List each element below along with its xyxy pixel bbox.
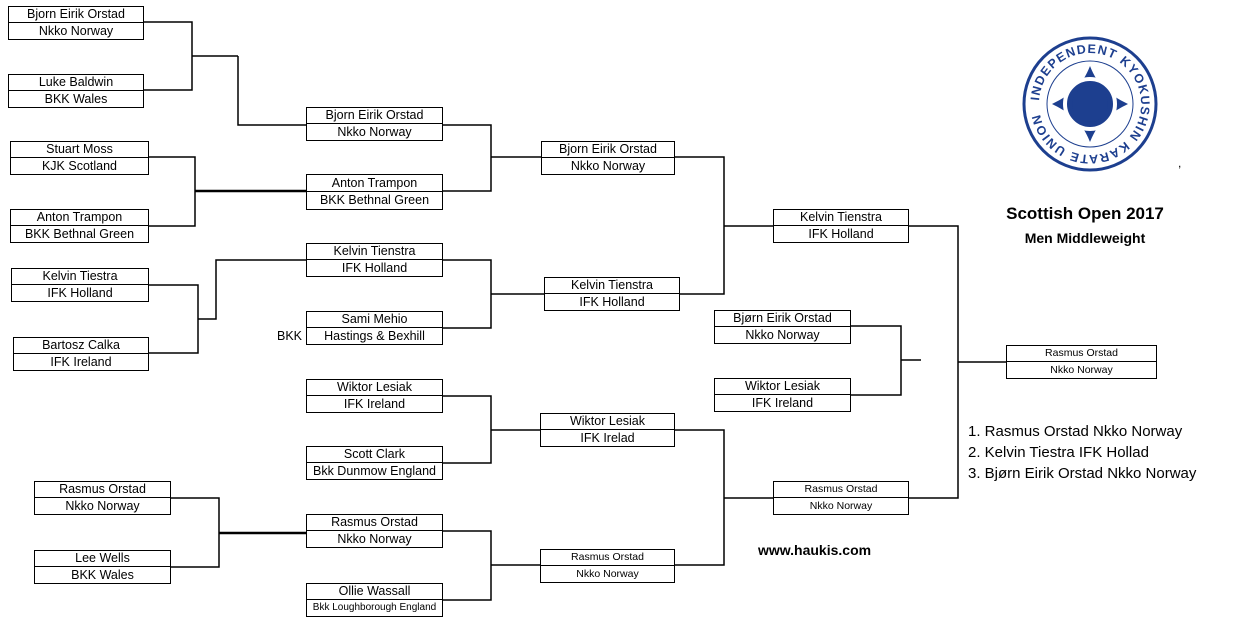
competitor-name: Bjorn Eirik Orstad [9,7,143,23]
competitor-club: Nkko Norway [745,327,820,342]
competitor-club: BKK Wales [71,567,134,582]
bracket-slot-bronze: Wiktor Lesiak IFK Ireland [714,378,851,412]
competitor-club: IFK Ireland [343,396,406,411]
competitor-club: IFK Irelad [580,430,635,445]
bracket-slot-qf: Bjorn Eirik Orstad Nkko Norway [541,141,675,175]
bracket-slot-r1: Bjorn Eirik Orstad Nkko Norway [8,6,144,40]
competitor-name: Ollie Wassall [307,584,442,600]
competitor-name: Kelvin Tienstra [307,244,442,260]
competitor-name: Anton Trampon [11,210,148,226]
division-title: Men Middleweight [1024,230,1146,246]
result-first: 1. Rasmus Orstad Nkko Norway [968,423,1183,440]
bracket-slot-r2: Rasmus Orstad Nkko Norway [306,514,443,548]
competitor-club: KJK Scotland [41,158,118,173]
competitor-name: Rasmus Orstad [541,550,674,566]
bracket-slot-r1: Bartosz Calka IFK Ireland [13,337,149,371]
competitor-name: Sami Mehio [307,312,442,328]
competitor-club: BKK Bethnal Green [24,226,135,241]
competitor-club: Nkko Norway [809,499,873,512]
competitor-club: Nkko Norway [576,567,639,580]
competitor-name: Rasmus Orstad [307,515,442,531]
competitor-name: Wiktor Lesiak [307,380,442,396]
competitor-name: Bjørn Eirik Orstad [715,311,850,327]
competitor-club: Nkko Norway [65,498,140,513]
competitor-club: Nkko Norway [570,158,646,173]
results-list: 1. Rasmus Orstad Nkko Norway 2. Kelvin T… [968,421,1196,484]
bracket-slot-r2: Scott Clark Bkk Dunmow England [306,446,443,480]
kyokushin-logo: INDEPENDENT KYOKUSHIN KARATE UNION [1022,36,1158,172]
competitor-club: Bkk Loughborough England [312,602,437,613]
competitor-name: Anton Trampon [307,175,442,192]
event-title: Scottish Open 2017 [1006,204,1164,223]
bracket-slot-qf: Kelvin Tienstra IFK Holland [544,277,680,311]
competitor-name: Wiktor Lesiak [715,379,850,395]
bracket-slot-bronze: Bjørn Eirik Orstad Nkko Norway [714,310,851,344]
competitor-club: IFK Ireland [50,354,112,369]
competitor-club: Hastings & Bexhill [324,328,425,343]
competitor-name: Wiktor Lesiak [541,414,674,430]
competitor-name: Lee Wells [35,551,170,567]
competitor-club: IFK Holland [47,285,113,300]
competitor-name: Bjorn Eirik Orstad [542,142,674,158]
website-link[interactable]: www.haukis.com [758,542,872,558]
bracket-slot-r1: Rasmus Orstad Nkko Norway [34,481,171,515]
bracket-slot-r2: Anton Trampon BKK Bethnal Green [306,174,443,210]
bracket-slot-r2: Wiktor Lesiak IFK Ireland [306,379,443,413]
club-prefix: BKK [277,329,303,343]
competitor-club: IFK Holland [808,226,874,241]
bracket-slot-r1: Kelvin Tiestra IFK Holland [11,268,149,302]
competitor-club: Nkko Norway [337,124,412,139]
competitor-club: IFK Holland [579,294,645,309]
competitor-club: BKK Bethnal Green [319,193,430,208]
bracket-slot-r2: Ollie Wassall Bkk Loughborough England [306,583,443,617]
result-second: 2. Kelvin Tiestra IFK Hollad [968,444,1149,461]
bracket-slot-sf: Rasmus Orstad Nkko Norway [773,481,909,515]
competitor-name: Rasmus Orstad [1007,346,1156,362]
competitor-name: Kelvin Tiestra [12,269,148,285]
competitor-club: Nkko Norway [1050,363,1113,376]
competitor-name: Scott Clark [307,447,442,463]
competitor-name: Kelvin Tienstra [545,278,679,294]
competitor-club: IFK Ireland [751,395,814,410]
stray-mark: , [1178,156,1182,170]
bracket-slot-qf: Rasmus Orstad Nkko Norway [540,549,675,583]
bracket-slot-qf: Wiktor Lesiak IFK Irelad [540,413,675,447]
bracket-slot-r2: Sami Mehio Hastings & Bexhill [306,311,443,345]
competitor-name: Bartosz Calka [14,338,148,354]
bracket-slot-r1: Lee Wells BKK Wales [34,550,171,584]
competitor-name: Luke Baldwin [9,75,143,91]
result-third: 3. Bjørn Eirik Orstad Nkko Norway [968,465,1197,482]
bracket-slot-r1: Luke Baldwin BKK Wales [8,74,144,108]
competitor-club: Bkk Dunmow England [313,463,436,478]
bracket-slot-r1: Anton Trampon BKK Bethnal Green [10,209,149,243]
bracket-slot-r2: Kelvin Tienstra IFK Holland [306,243,443,277]
competitor-name: Stuart Moss [11,142,148,158]
competitor-name: Rasmus Orstad [774,482,908,498]
competitor-name: Rasmus Orstad [35,482,170,498]
competitor-club: BKK Wales [44,91,108,106]
competitor-club: IFK Holland [341,260,408,275]
competitor-club: Nkko Norway [337,531,412,546]
competitor-name: Bjorn Eirik Orstad [307,108,442,124]
competitor-name: Kelvin Tienstra [774,210,908,226]
bracket-slot-sf: Kelvin Tienstra IFK Holland [773,209,909,243]
competitor-club: Nkko Norway [38,23,114,38]
bracket-slot-final: Rasmus Orstad Nkko Norway [1006,345,1157,379]
bracket-slot-r2: Bjorn Eirik Orstad Nkko Norway [306,107,443,141]
bracket-slot-r1: Stuart Moss KJK Scotland [10,141,149,175]
